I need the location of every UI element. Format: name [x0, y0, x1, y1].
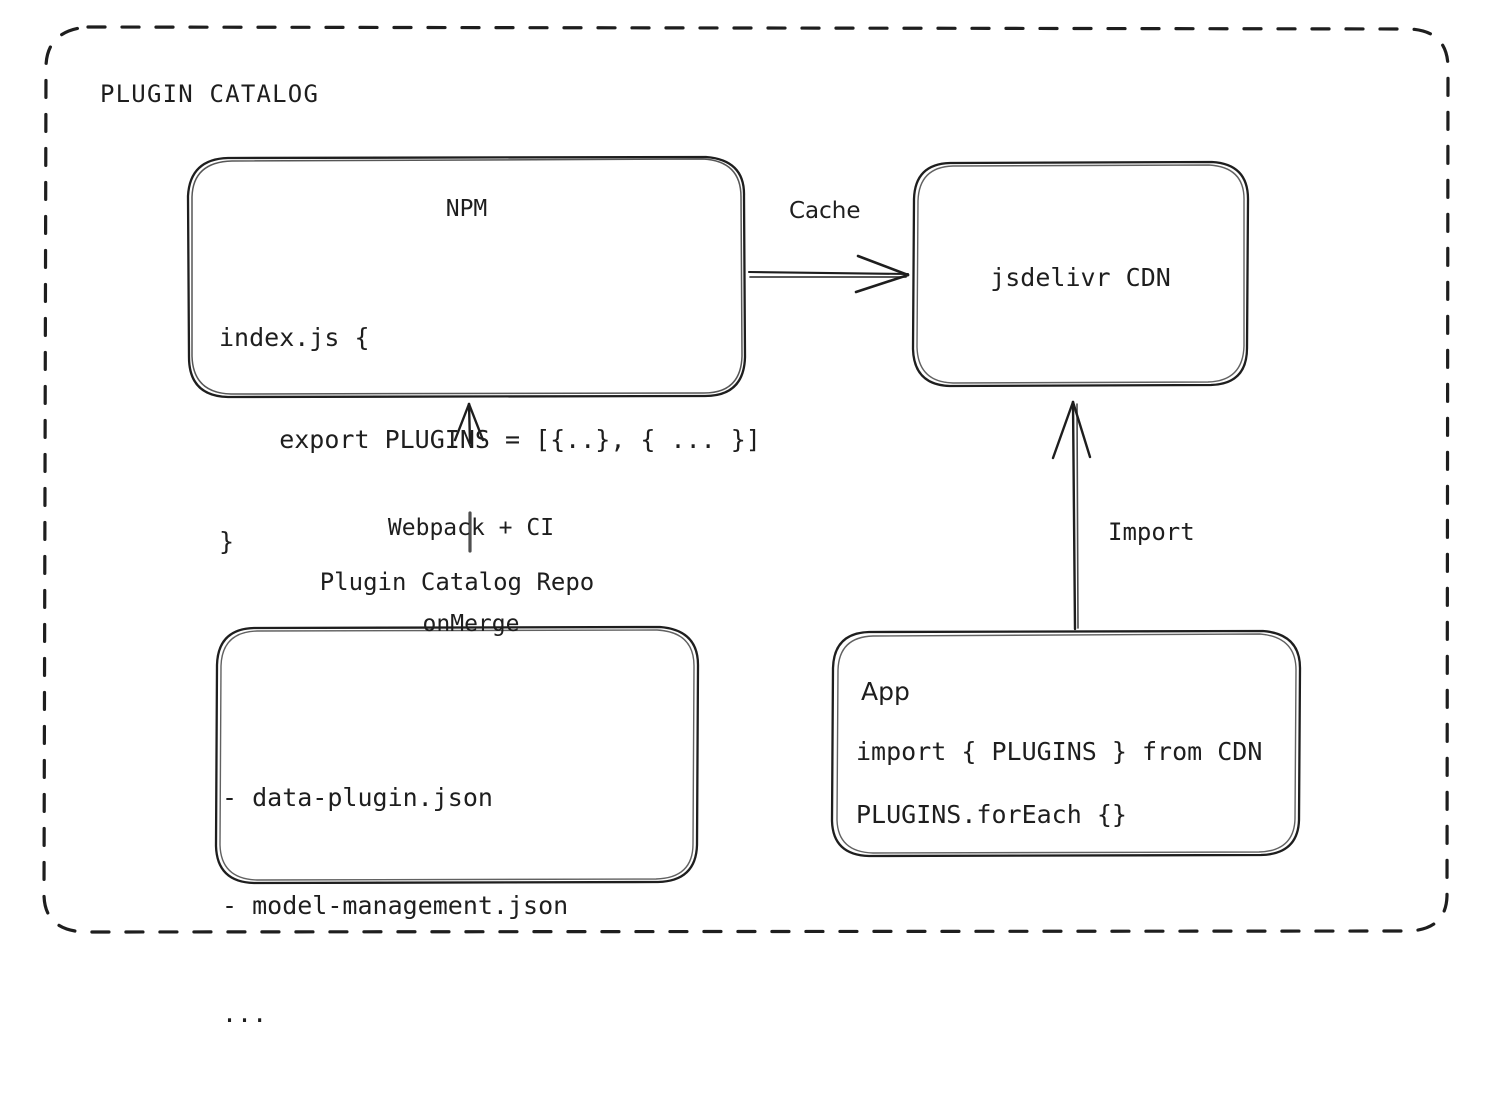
npm-node[interactable] — [188, 157, 745, 397]
build-edge-label: Webpack + CI onMerge — [336, 448, 606, 704]
app-node-title: App — [861, 677, 910, 706]
app-node-code-foreach: PLUGINS.forEach {} — [856, 800, 1127, 829]
diagram-canvas: PLUGIN CATALOG NPM index.js { export PLU… — [42, 25, 1450, 1028]
npm-node-title: NPM — [445, 196, 488, 222]
cache-edge-label: Cache — [789, 198, 861, 224]
cdn-node-title: jsdelivr CDN — [990, 263, 1171, 292]
list-item: - data-plugin.json — [222, 783, 493, 812]
page-title: PLUGIN CATALOG — [100, 80, 320, 108]
npm-code-line: } — [219, 527, 235, 556]
cache-arrow — [747, 254, 910, 294]
repo-node[interactable] — [216, 627, 698, 883]
list-item: - model-management.json — [222, 891, 569, 920]
build-edge-label-line1: Webpack + CI — [387, 515, 555, 541]
list-item: ... — [222, 999, 268, 1028]
import-arrow — [1051, 400, 1092, 631]
npm-code-line: index.js { — [219, 323, 370, 352]
import-edge-label: Import — [1108, 518, 1195, 546]
repo-node-caption: Plugin Catalog Repo — [319, 568, 595, 596]
npm-node-code: index.js { export PLUGINS = [{..}, { ...… — [219, 253, 761, 627]
app-node[interactable] — [832, 631, 1300, 856]
build-edge-label-line2: onMerge — [422, 611, 520, 637]
app-node-code-import: import { PLUGINS } from CDN — [856, 737, 1263, 766]
cdn-node[interactable] — [913, 162, 1248, 386]
npm-code-line: export PLUGINS = [{..}, { ... }] — [219, 425, 761, 454]
